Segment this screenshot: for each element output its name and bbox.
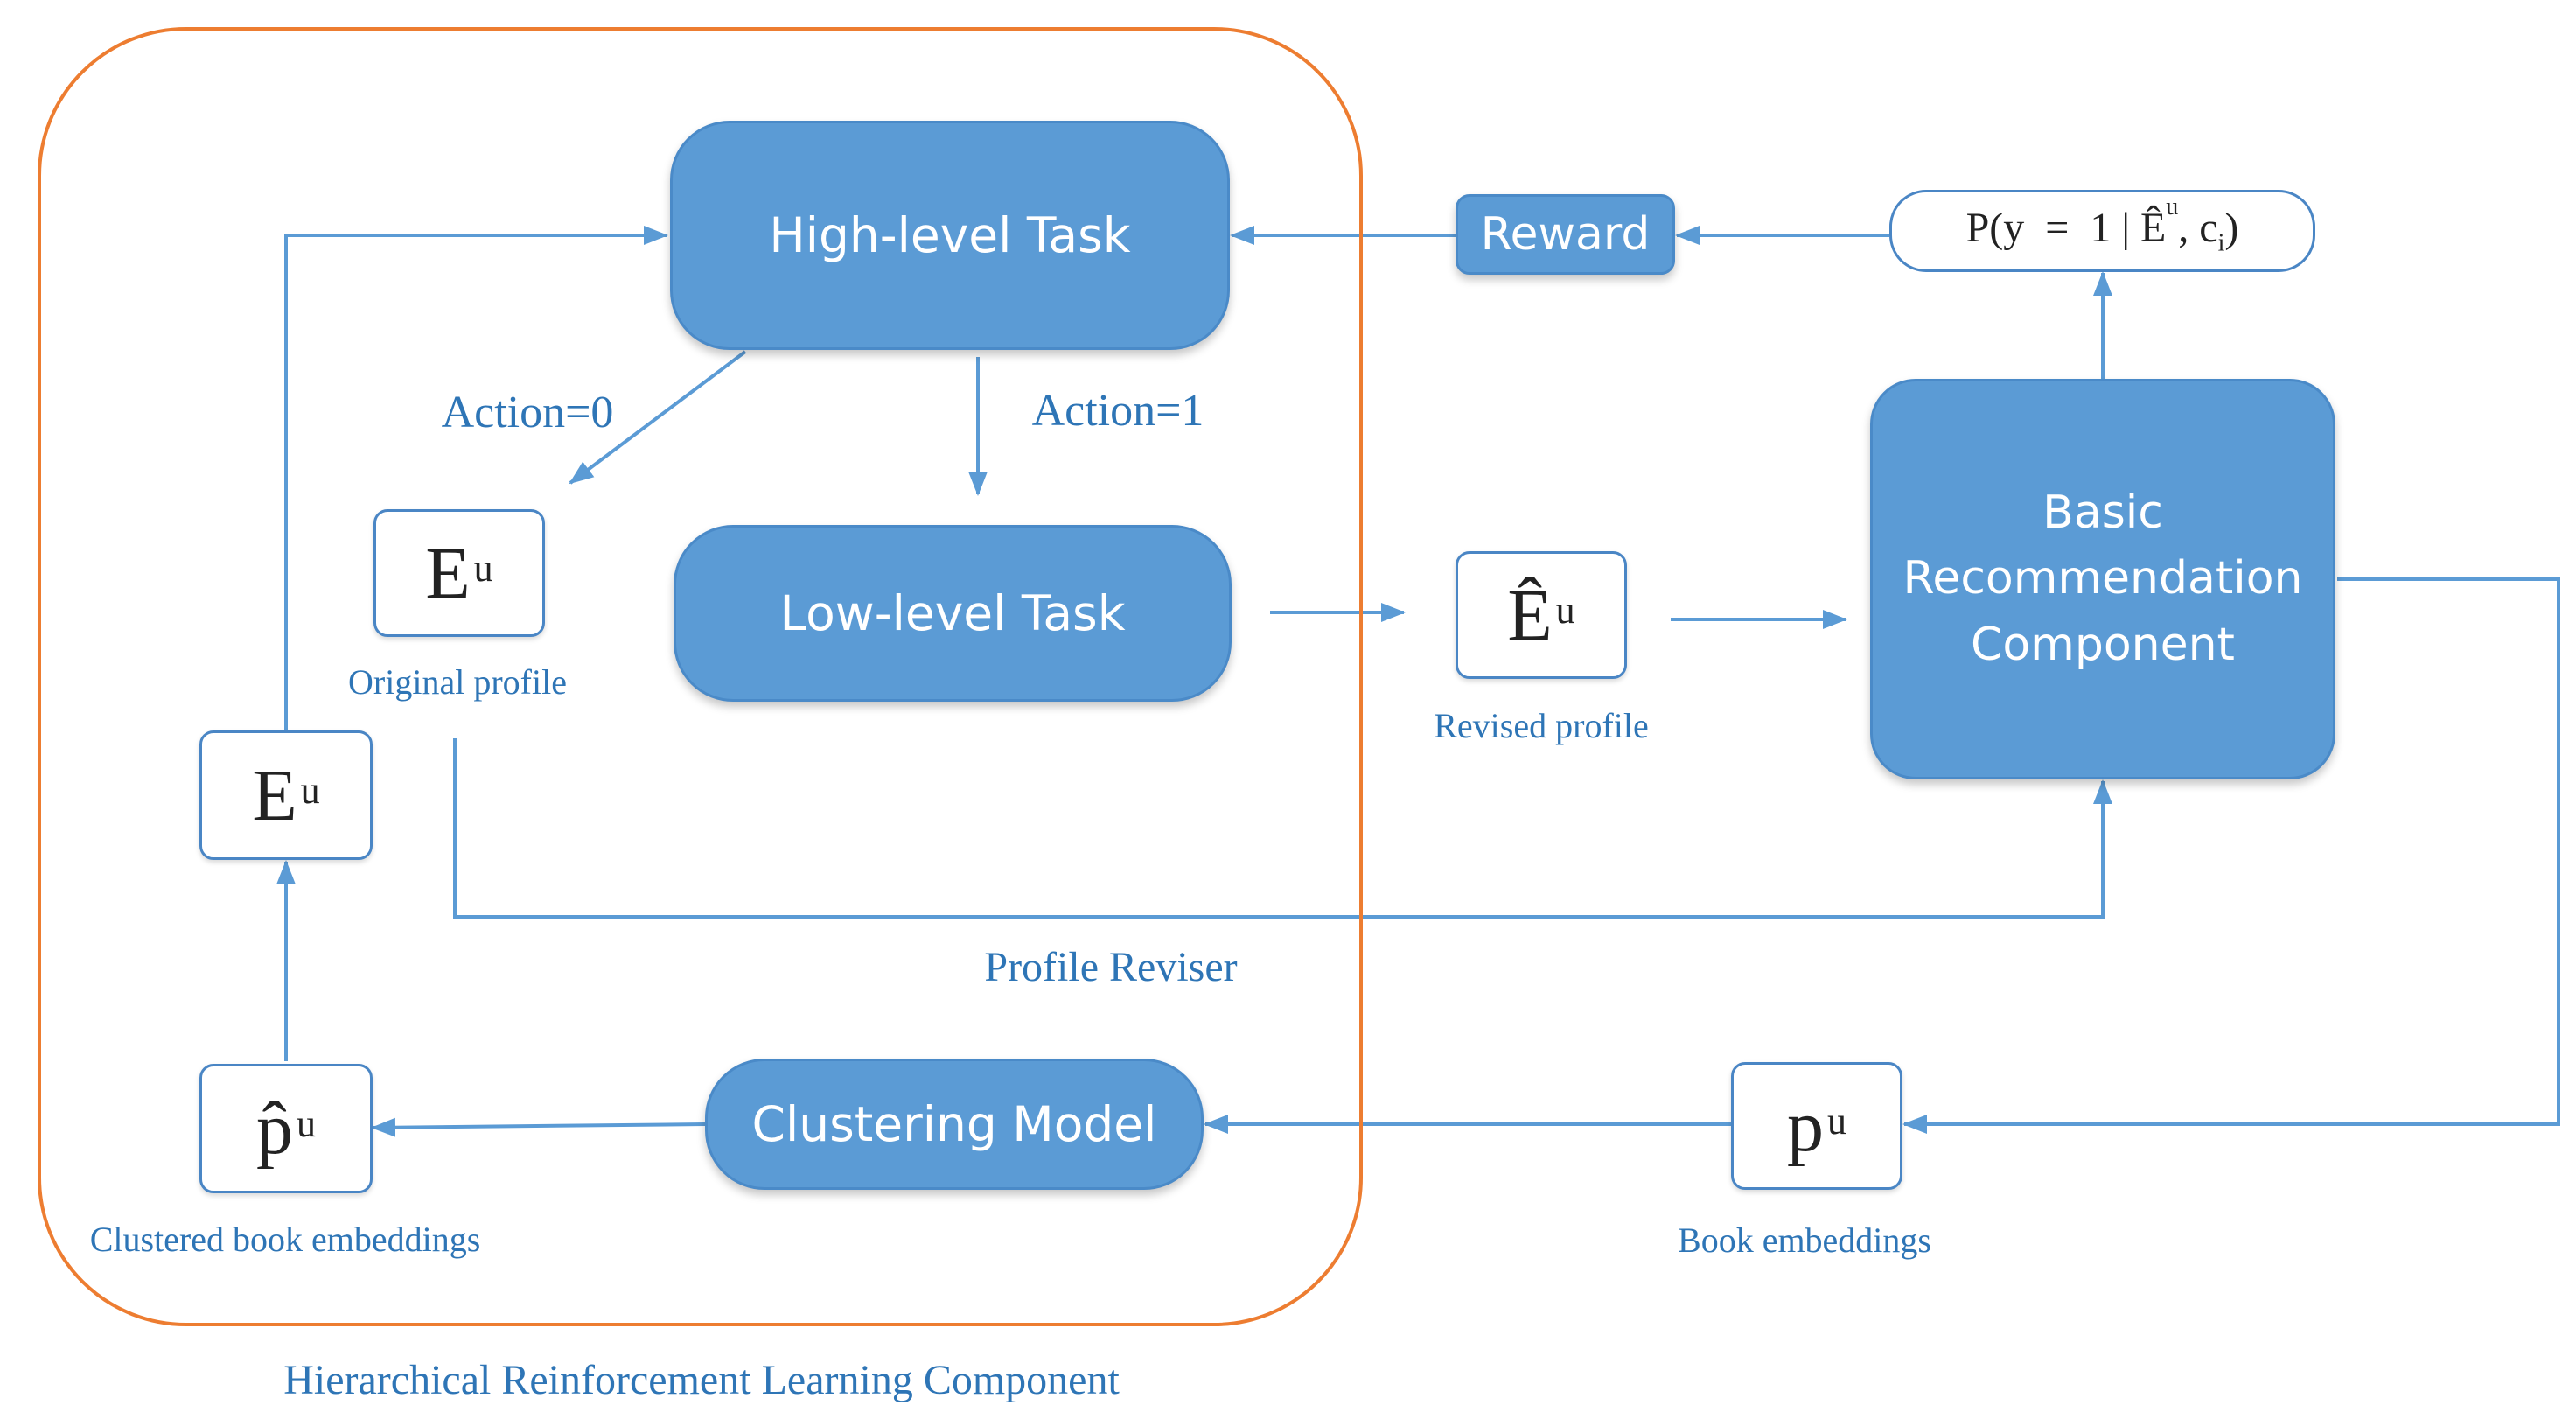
arrow-action0 — [569, 350, 747, 485]
arrow-original-profile-to-basic — [453, 738, 2112, 919]
arrow-basic-to-book-embeddings — [1902, 577, 2560, 1134]
arrow-clustering-to-clustered — [371, 1117, 706, 1137]
probability-formula-box: P(y = 1 | Êu, ci) — [1889, 190, 2315, 272]
revised-profile-label: Revised profile — [1434, 706, 1649, 745]
reward-box: Reward — [1456, 194, 1675, 275]
high-level-task-box: High-level Task — [670, 121, 1230, 350]
basic-recommendation-component-box: Basic Recommendation Component — [1870, 379, 2335, 779]
clustering-model-label: Clustering Model — [751, 1096, 1157, 1152]
high-level-task-label: High-level Task — [769, 207, 1131, 263]
action0-label: Action=0 — [441, 388, 614, 437]
arrow-input-profile-to-high-level — [284, 226, 668, 730]
clustering-model-box: Clustering Model — [705, 1059, 1204, 1190]
reward-label: Reward — [1480, 208, 1651, 261]
hierarchical-rl-component-frame — [38, 27, 1363, 1326]
probability-formula: P(y = 1 | Êu, ci) — [1965, 193, 2239, 257]
basic-recommendation-component-label: Basic Recommendation Component — [1902, 486, 2303, 671]
clustered-book-embeddings-symbol: p̂u — [199, 1064, 373, 1193]
clustered-book-embeddings-label: Clustered book embeddings — [89, 1220, 481, 1259]
low-level-task-box: Low-level Task — [674, 525, 1232, 702]
hrl-component-label: Hierarchical Reinforcement Learning Comp… — [283, 1357, 1120, 1403]
action1-label: Action=1 — [1031, 386, 1204, 436]
low-level-task-label: Low-level Task — [779, 585, 1126, 641]
original-profile-label: Original profile — [348, 662, 567, 702]
book-embeddings-label: Book embeddings — [1678, 1220, 1931, 1260]
profile-reviser-label: Profile Reviser — [984, 944, 1238, 990]
